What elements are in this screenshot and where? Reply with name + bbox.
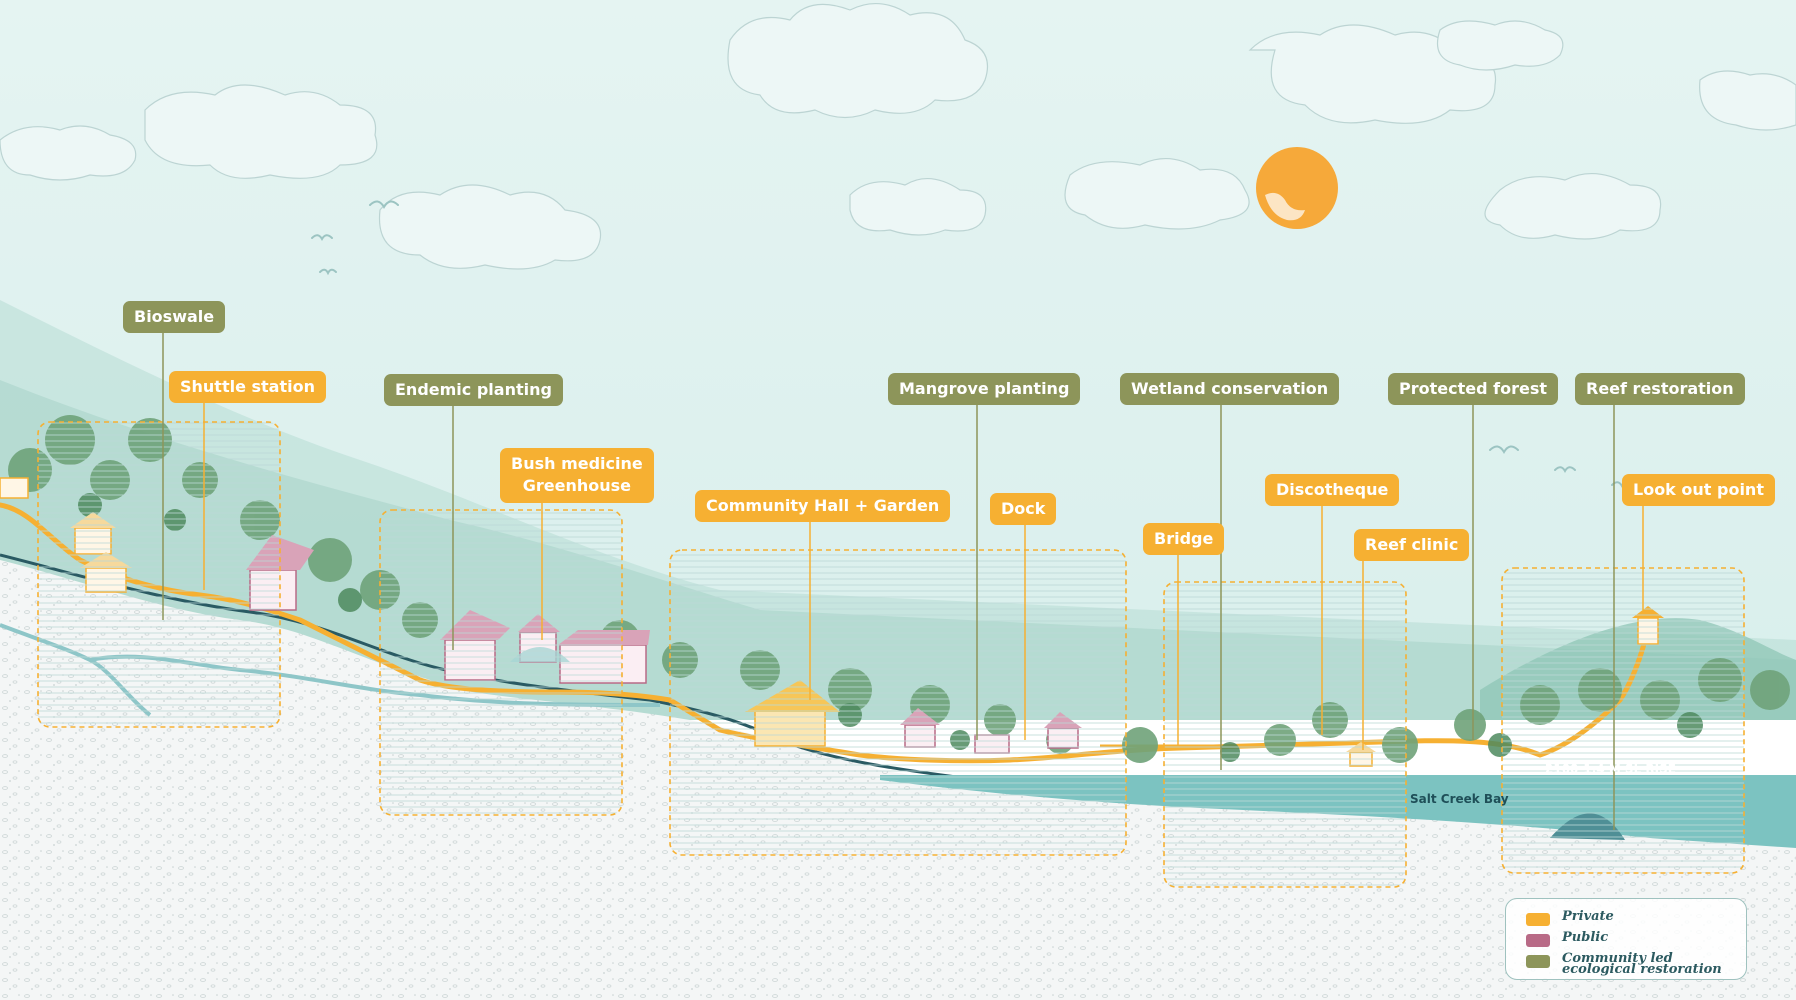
legend-label-ecological-line1: Community led: [1562, 951, 1673, 966]
label-dock: Dock: [990, 493, 1057, 525]
label-bridge: Bridge: [1143, 523, 1225, 555]
clouds: [0, 2, 1796, 270]
legend-item-private: Private: [1526, 909, 1614, 926]
label-endemic-planting: Endemic planting: [384, 374, 563, 406]
legend-label-ecological-line2: ecological restoration: [1562, 962, 1722, 977]
label-bush-medicine-greenhouse: Bush medicine Greenhouse: [500, 448, 654, 503]
legend-item-ecological: Community led ecological restoration: [1526, 951, 1722, 977]
salt-creek-bay-label: Salt Creek Bay: [1410, 792, 1509, 806]
label-look-out-point: Look out point: [1622, 474, 1775, 506]
label-shuttle-station: Shuttle station: [169, 371, 326, 403]
legend-label-public: Public: [1562, 930, 1609, 945]
label-protected-forest: Protected forest: [1388, 373, 1558, 405]
label-bush-medicine-line2: Greenhouse: [522, 476, 631, 495]
legend: Private Public Community led ecological …: [1505, 898, 1747, 980]
legend-swatch-private: [1526, 913, 1550, 926]
zone-boxes: [37, 421, 1745, 888]
label-bioswale: Bioswale: [123, 301, 226, 333]
label-bush-medicine-line1: Bush medicine: [511, 454, 643, 473]
label-community-hall-garden: Community Hall + Garden: [695, 490, 951, 522]
legend-swatch-ecological: [1526, 955, 1550, 968]
label-reef-clinic: Reef clinic: [1354, 529, 1470, 561]
leader-lines: [162, 332, 1644, 830]
sea-level-rise-annotation: 2100-1.4 M SL RISE: [1545, 762, 1676, 776]
label-mangrove-planting: Mangrove planting: [888, 373, 1081, 405]
label-discotheque: Discotheque: [1265, 474, 1400, 506]
legend-label-private: Private: [1562, 909, 1614, 924]
label-reef-restoration: Reef restoration: [1575, 373, 1745, 405]
legend-swatch-public: [1526, 934, 1550, 947]
label-wetland-conservation: Wetland conservation: [1120, 373, 1340, 405]
legend-item-public: Public: [1526, 930, 1609, 947]
